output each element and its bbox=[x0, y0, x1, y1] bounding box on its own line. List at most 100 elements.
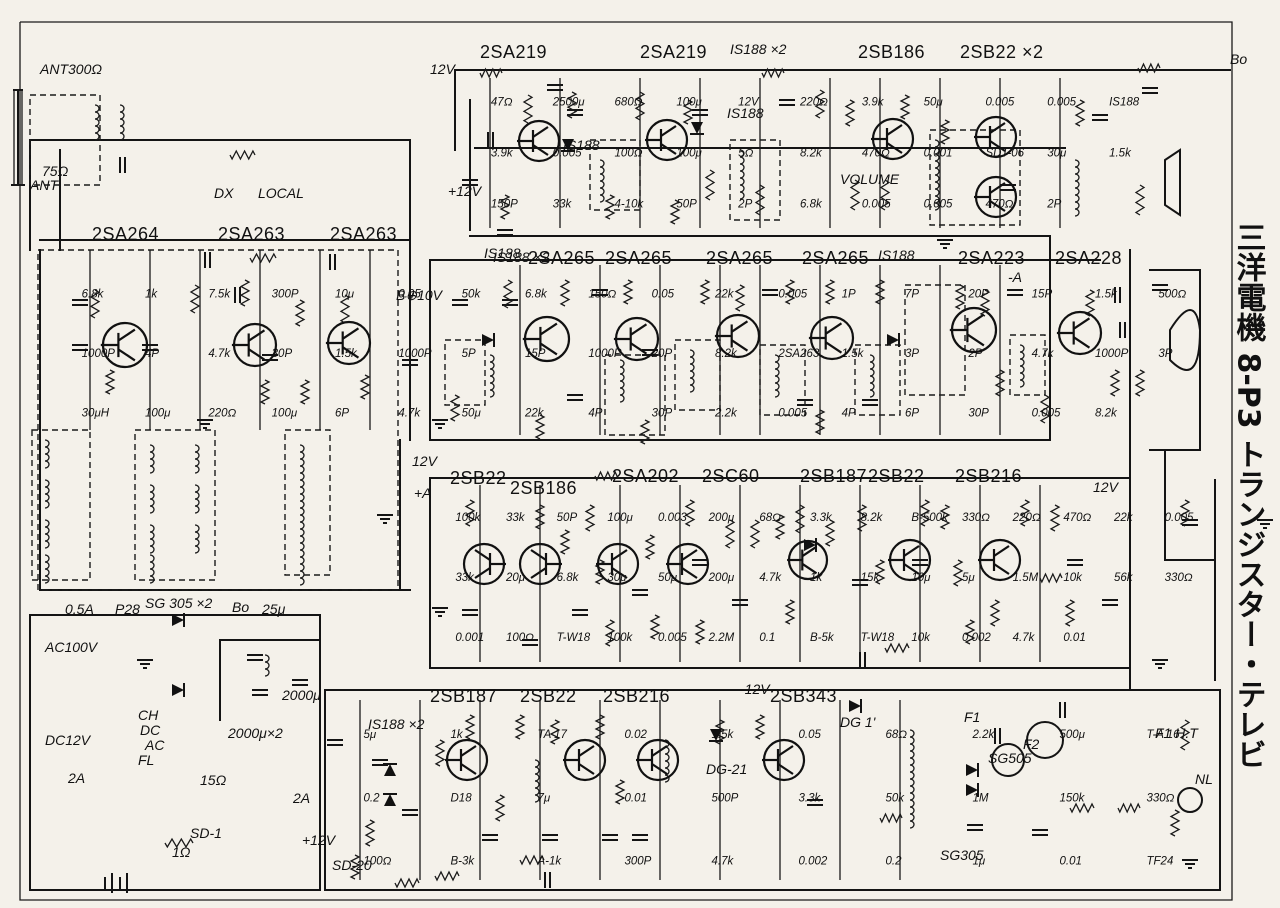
transistor-collector bbox=[532, 126, 549, 138]
resistor bbox=[879, 179, 891, 211]
speaker bbox=[1164, 148, 1181, 217]
component-value: TF24 bbox=[1147, 856, 1174, 868]
transistor-collector bbox=[993, 545, 1010, 557]
component-value: 2SA263 bbox=[777, 348, 820, 360]
transistor bbox=[522, 315, 571, 363]
component-value: B-5k bbox=[810, 632, 835, 644]
transistor-label: 2SB22 bbox=[868, 466, 925, 486]
diode-body bbox=[887, 334, 899, 346]
transistor-emitter bbox=[578, 763, 595, 775]
component-value: 0.005 bbox=[862, 199, 891, 211]
coil-turn bbox=[534, 794, 540, 803]
transistor-emitter bbox=[731, 339, 749, 352]
transistor-emitter bbox=[989, 200, 1006, 212]
resistor bbox=[794, 504, 806, 534]
if-can-b bbox=[604, 354, 666, 436]
component-value: 10μ bbox=[335, 289, 355, 301]
coil-turn bbox=[149, 575, 155, 584]
diode-label: IS188 ×2 bbox=[493, 249, 550, 265]
resistor bbox=[884, 642, 910, 654]
component-value: 50P bbox=[557, 512, 578, 524]
component-value: 15P bbox=[525, 348, 546, 360]
component-value: 8.2k bbox=[861, 512, 884, 524]
component-value: 22k bbox=[1113, 512, 1134, 524]
diode-label: IS188 bbox=[878, 247, 915, 263]
component-value: 2P bbox=[967, 348, 982, 360]
transistor-label: 2SA219 bbox=[640, 42, 707, 62]
component-value: 100μ bbox=[145, 407, 171, 419]
wiring-layer bbox=[19, 21, 1273, 901]
transistor-emitter bbox=[825, 341, 843, 354]
transistor bbox=[787, 539, 829, 581]
resistor bbox=[1064, 599, 1076, 627]
terminal-label: B⊕10V bbox=[396, 287, 444, 303]
component-value: 1.5M bbox=[1013, 572, 1039, 584]
component-value: 30μ bbox=[1047, 148, 1067, 160]
resistor bbox=[622, 279, 634, 305]
transistor-collector bbox=[777, 745, 794, 757]
resistor bbox=[724, 519, 736, 549]
component-value: 7.5k bbox=[208, 289, 231, 301]
component-value: 500Ω bbox=[1158, 289, 1186, 301]
diode bbox=[887, 333, 900, 347]
resistor bbox=[761, 67, 785, 79]
component-value: 50μ bbox=[462, 407, 482, 419]
component-value: T-A 16 bbox=[1147, 729, 1181, 741]
component-value: 30μH bbox=[82, 407, 110, 419]
resistor bbox=[824, 279, 836, 305]
resistor bbox=[952, 559, 964, 587]
resistor bbox=[694, 619, 706, 645]
component-value: 4P bbox=[842, 407, 856, 419]
component-value: 1.5k bbox=[1109, 148, 1132, 160]
component-value: 10k bbox=[1063, 572, 1083, 584]
coil-turn bbox=[149, 545, 155, 554]
power-label: 2A bbox=[292, 790, 310, 806]
transistor-emitter bbox=[989, 140, 1006, 152]
terminal-label: Bo bbox=[1230, 51, 1247, 67]
coil-turn bbox=[194, 545, 200, 554]
component-value: 50k bbox=[886, 792, 906, 804]
resistor bbox=[1134, 184, 1146, 216]
resistor bbox=[584, 504, 596, 532]
resistor bbox=[104, 369, 116, 395]
component-value: 20μ bbox=[505, 572, 526, 584]
resistor bbox=[704, 169, 716, 201]
power-label: 1Ω bbox=[172, 844, 191, 860]
coil-box-l5 bbox=[284, 429, 331, 576]
terminal-label: LOCAL bbox=[258, 185, 304, 201]
power-label: SD-20 bbox=[332, 857, 372, 873]
transistor-collector bbox=[651, 745, 668, 757]
diode bbox=[709, 729, 723, 742]
component-value: 4.7k bbox=[208, 348, 231, 360]
if-can-2 bbox=[729, 139, 781, 221]
transistor-collector bbox=[731, 320, 749, 333]
components-layer bbox=[11, 62, 1203, 893]
component-value: 0.02 bbox=[625, 729, 648, 741]
coil-turn bbox=[149, 465, 155, 474]
coil-turn bbox=[869, 389, 875, 398]
component-value: 20P bbox=[651, 348, 673, 360]
component-value: 5μ bbox=[962, 572, 975, 584]
resistor bbox=[669, 199, 681, 225]
component-value: 3.3k bbox=[810, 512, 833, 524]
diode-body bbox=[562, 139, 574, 151]
component-value: 22k bbox=[524, 407, 545, 419]
component-value: 1k bbox=[451, 729, 464, 741]
component-value: 500P bbox=[712, 792, 739, 804]
diode bbox=[966, 763, 979, 777]
power-label: 0.5A bbox=[65, 601, 94, 617]
battery bbox=[104, 873, 128, 893]
component-value: 1P bbox=[842, 289, 856, 301]
component-value: IS188 bbox=[1109, 97, 1140, 109]
component-value: 100k bbox=[455, 512, 481, 524]
coil-turn bbox=[934, 202, 940, 211]
transistor bbox=[666, 542, 710, 586]
diode-label: IS188 bbox=[563, 137, 600, 153]
component-value: 0.2 bbox=[364, 792, 381, 804]
transistor-label: 2SA202 bbox=[612, 466, 679, 486]
coil-turn bbox=[489, 389, 495, 398]
coil-turn bbox=[689, 384, 695, 393]
diode bbox=[383, 793, 397, 806]
component-value: 0.01 bbox=[1063, 632, 1085, 644]
